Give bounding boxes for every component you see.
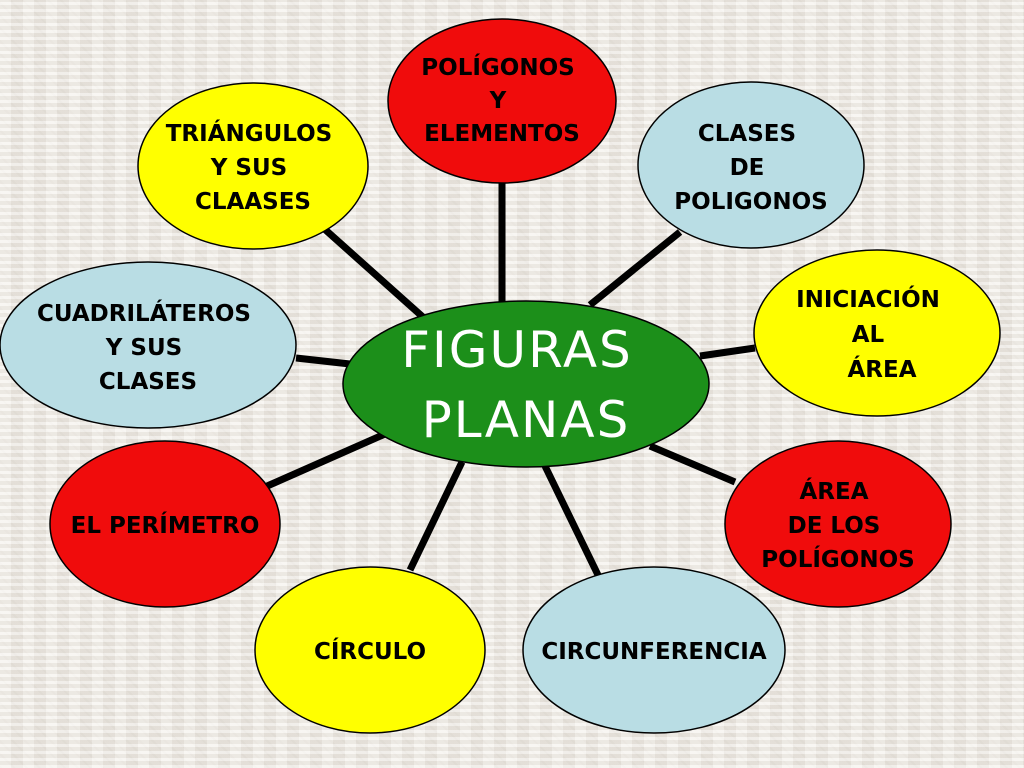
- connector-area-poligonos: [648, 442, 737, 486]
- node-clases-poligonos-ellipse: [637, 81, 865, 249]
- node-clases-poligonos-line-3: POLIGONOS: [674, 189, 827, 215]
- svg-text:FIGURAS PLANAS: FIGURAS PLANAS: [401, 321, 650, 449]
- node-cuadrilateros-line-2: Y SUS: [105, 335, 182, 361]
- connector-triangulos: [317, 222, 427, 321]
- svg-text:CÍRCULO: CÍRCULO: [314, 637, 426, 665]
- node-poligonos-elementos-line-3: ELEMENTOS: [424, 121, 580, 147]
- node-poligonos-elementos-line-2: Y: [489, 88, 507, 114]
- svg-text:POLÍGONOS Y ELEMEN: POLÍGONOS Y ELEMENTOS: [421, 53, 582, 147]
- node-triangulos-line-1: TRIÁNGULOS: [166, 119, 333, 147]
- node-perimetro-ellipse: [49, 440, 281, 608]
- node-area-poligonos-line-1: ÁREA: [799, 477, 868, 505]
- node-area-poligonos-ellipse: [724, 440, 952, 608]
- connector-perimetro: [263, 430, 387, 491]
- node-circunferencia-line-1: CIRCUNFERENCIA: [541, 639, 766, 665]
- connector-circulo: [406, 460, 466, 572]
- node-clases-poligonos: CLASES DE POLIGONOS: [637, 81, 865, 249]
- node-clases-poligonos-line-1: CLASES: [698, 121, 796, 147]
- center-node: FIGURAS PLANAS: [342, 300, 710, 468]
- node-area-poligonos-line-2: DE LOS: [788, 513, 881, 539]
- center-title-line-2: PLANAS: [422, 391, 631, 449]
- connector-circunferencia: [541, 464, 602, 577]
- node-iniciacion-area-line-1: INICIACIÓN: [796, 285, 940, 313]
- node-perimetro: EL PERÍMETRO: [49, 440, 281, 608]
- connectors: [263, 182, 756, 577]
- node-poligonos-elementos-line-1: POLÍGONOS: [421, 53, 574, 81]
- connector-clases-poligonos: [587, 229, 683, 308]
- node-cuadrilateros-line-3: CLASES: [99, 369, 197, 395]
- svg-text:EL PERÍMETRO: EL PERÍMETRO: [71, 511, 260, 539]
- node-circunferencia: CIRCUNFERENCIA: [522, 566, 786, 734]
- node-cuadrilateros: CUADRILÁTEROS Y SUS CLASES: [0, 261, 297, 429]
- node-circulo: CÍRCULO: [254, 566, 486, 734]
- svg-text:CIRCUNFERENCIA: CIRCUNFERENCIA: [541, 639, 766, 665]
- node-poligonos-elementos-ellipse: [387, 18, 617, 184]
- node-cuadrilateros-line-1: CUADRILÁTEROS: [37, 299, 251, 327]
- node-perimetro-line-1: EL PERÍMETRO: [71, 511, 260, 539]
- svg-text:ÁREA DE LOS POLÍGO: ÁREA DE LOS POLÍGONOS: [761, 477, 914, 573]
- center-node-ellipse: [342, 300, 710, 468]
- connector-cuadrilateros: [295, 354, 351, 368]
- svg-text:TRIÁNGULOS Y SUS C: TRIÁNGULOS Y SUS CLAASES: [166, 119, 341, 215]
- node-triangulos: TRIÁNGULOS Y SUS CLAASES: [137, 82, 369, 250]
- node-circulo-line-1: CÍRCULO: [314, 637, 426, 665]
- node-triangulos-line-3: CLAASES: [195, 189, 311, 215]
- connector-iniciacion-area: [699, 344, 756, 360]
- node-area-poligonos: ÁREA DE LOS POLÍGONOS: [724, 440, 952, 608]
- node-triangulos-ellipse: [137, 82, 369, 250]
- node-iniciacion-area-line-3: ÁREA: [847, 355, 916, 383]
- node-circunferencia-ellipse: [522, 566, 786, 734]
- node-cuadrilateros-ellipse: [0, 261, 297, 429]
- node-circulo-ellipse: [254, 566, 486, 734]
- node-iniciacion-area-line-2: AL: [852, 322, 885, 348]
- svg-text:CLASES DE POLIGONO: CLASES DE POLIGONOS: [674, 121, 827, 215]
- node-iniciacion-area-ellipse: [753, 249, 1001, 417]
- svg-text:INICIACIÓN AL ÁREA: INICIACIÓN AL ÁREA: [796, 285, 948, 383]
- node-iniciacion-area: INICIACIÓN AL ÁREA: [753, 249, 1001, 417]
- node-area-poligonos-line-3: POLÍGONOS: [761, 545, 914, 573]
- node-triangulos-line-2: Y SUS: [210, 155, 287, 181]
- node-poligonos-elementos: POLÍGONOS Y ELEMENTOS: [387, 18, 617, 184]
- node-clases-poligonos-line-2: DE: [730, 155, 765, 181]
- svg-text:CUADRILÁTEROS Y SUS: CUADRILÁTEROS Y SUS CLASES: [37, 299, 259, 395]
- center-title-line-1: FIGURAS: [401, 321, 633, 379]
